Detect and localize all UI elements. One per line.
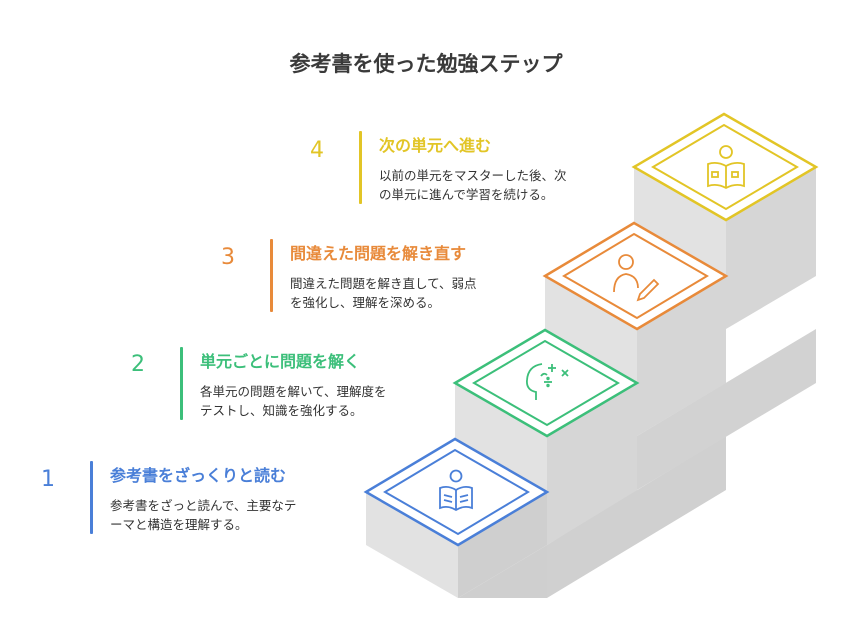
- step-3-top-inner: [562, 232, 709, 320]
- step-1-description-line-2: ーマと構造を理解する。: [110, 517, 248, 532]
- step-top-2: [452, 328, 640, 438]
- step-2-top-outer: [452, 328, 640, 438]
- step-3-title: 間違えた問題を解き直す: [290, 244, 467, 263]
- step-1-top-inner: [383, 448, 530, 536]
- step-1-number: 1: [41, 467, 55, 492]
- step-top-4: [631, 112, 819, 222]
- step-4-top-outer: [631, 112, 819, 222]
- step-2-number: 2: [131, 352, 145, 377]
- step-top-1: [363, 437, 550, 547]
- step-3-description-line-1: 間違えた問題を解き直して、弱点: [290, 276, 477, 291]
- step-1-left-face: [366, 492, 458, 598]
- step-3-description-line-2: を強化し、理解を深める。: [290, 295, 441, 310]
- step-1-right-face: [458, 492, 547, 598]
- book-reader-icon: [439, 469, 473, 512]
- step-3-left-face: [545, 276, 637, 383]
- book-reader-icon: [707, 145, 745, 190]
- step-fill-base: [458, 545, 547, 598]
- step-1-description: 参考書をざっと読んで、主要なテ ーマと構造を理解する。: [110, 496, 350, 534]
- step-2-description-line-1: 各単元の問題を解いて、理解度を: [200, 384, 387, 399]
- step-1-accent-bar: [90, 461, 93, 534]
- step-2-accent-bar: [180, 347, 183, 420]
- step-4-title: 次の単元へ進む: [379, 136, 492, 155]
- writer-pencil-icon: [613, 254, 660, 302]
- step-4-number: 4: [310, 138, 324, 163]
- step-4-left-face: [634, 167, 726, 276]
- step-3-top-outer: [542, 221, 729, 331]
- step-2-title: 単元ごとに問題を解く: [200, 352, 361, 371]
- step-1-description-line-1: 参考書をざっと読んで、主要なテ: [110, 498, 297, 513]
- step-2-description: 各単元の問題を解いて、理解度を テストし、知識を強化する。: [200, 382, 440, 420]
- page-title: 参考書を使った勉強ステップ: [289, 52, 563, 76]
- step-fill-upper: [637, 329, 816, 490]
- step-2-left-face: [455, 383, 547, 492]
- step-4-description: 以前の単元をマスターした後、次 の単元に進んで学習を続ける。: [379, 166, 619, 204]
- step-4-description-line-1: 以前の単元をマスターした後、次: [379, 168, 567, 183]
- step-2-top-inner: [472, 339, 620, 427]
- step-3-number: 3: [221, 245, 235, 270]
- step-top-3: [542, 221, 729, 331]
- step-fill-lower: [547, 436, 726, 598]
- step-2-description-line-2: テストし、知識を強化する。: [200, 403, 363, 418]
- step-4-description-line-2: の単元に進んで学習を続ける。: [379, 187, 554, 202]
- step-3-accent-bar: [270, 239, 273, 312]
- step-1-title: 参考書をざっくりと読む: [110, 466, 287, 485]
- step-3-description: 間違えた問題を解き直して、弱点 を強化し、理解を深める。: [290, 274, 530, 312]
- step-4-top-inner: [651, 123, 799, 211]
- step-4-accent-bar: [359, 131, 362, 204]
- head-math-icon: [526, 363, 569, 400]
